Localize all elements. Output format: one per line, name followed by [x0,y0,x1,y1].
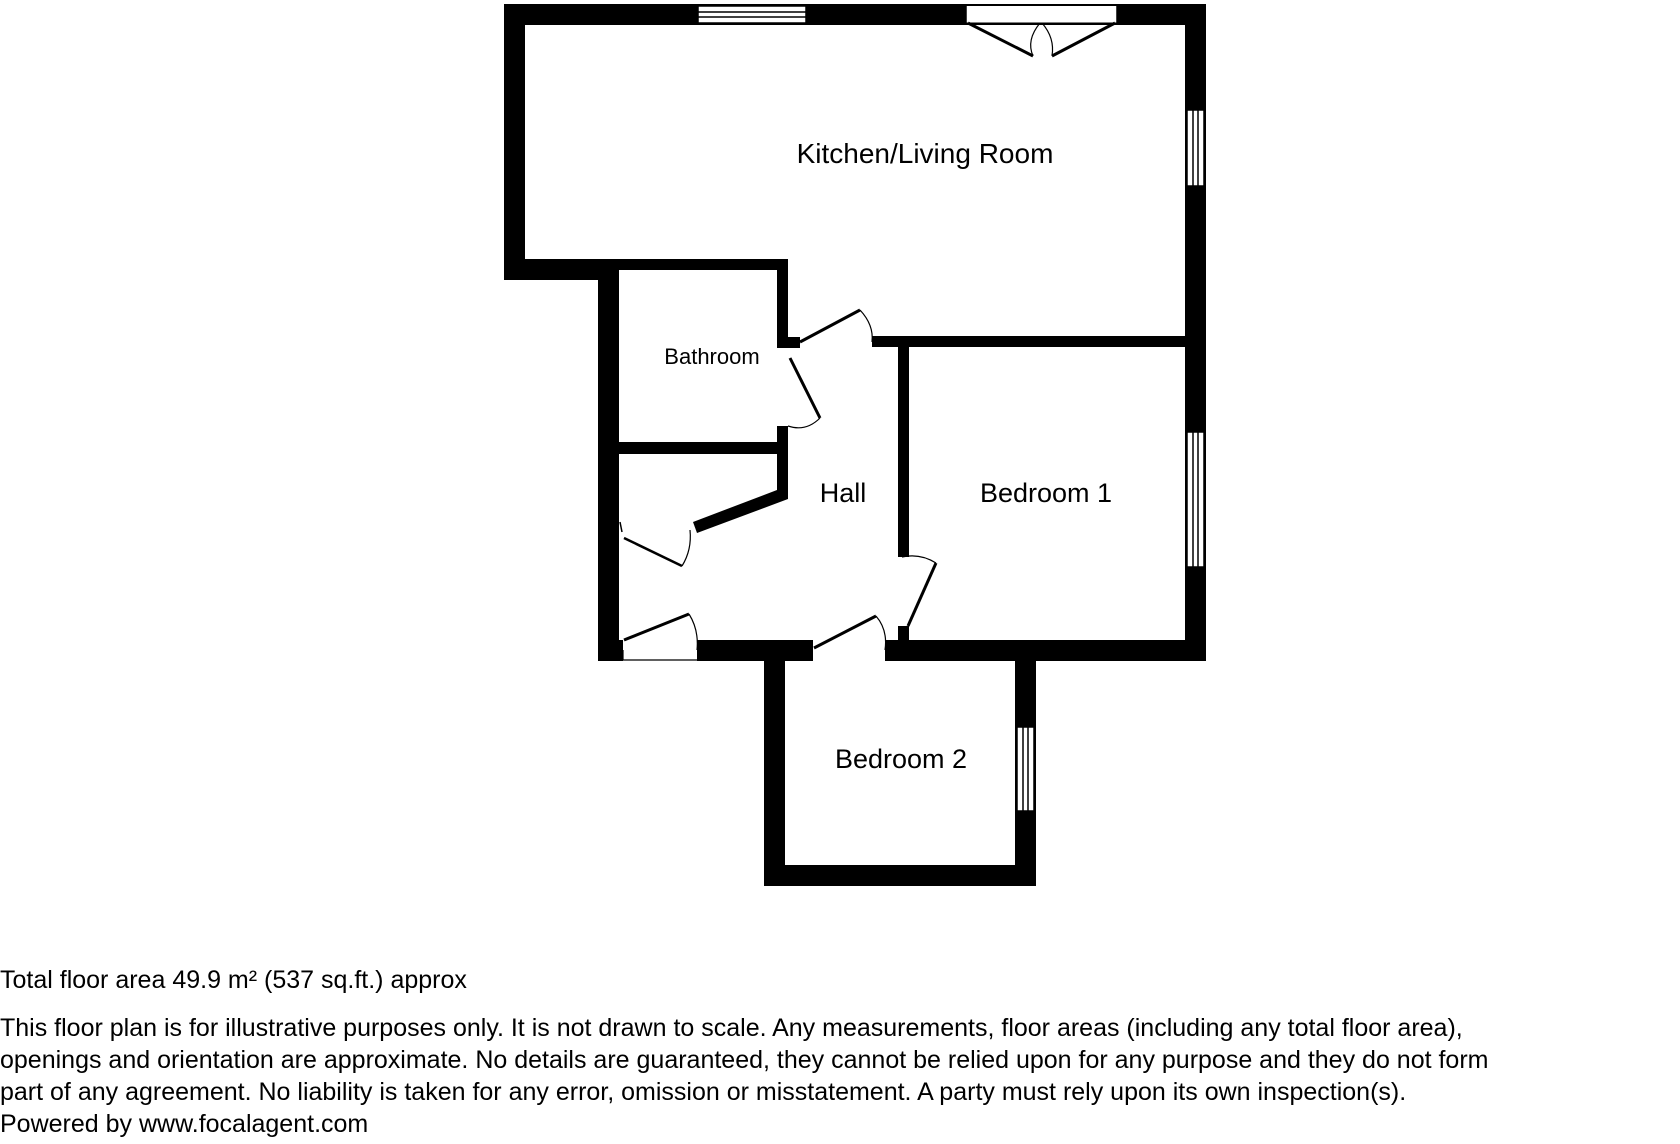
floor-plan: Kitchen/Living Room Bathroom Hall Bedroo… [504,4,1206,886]
french-doors [965,6,1118,58]
wall-kitchen-ledge [504,259,600,280]
disclaimer-line: part of any agreement. No liability is t… [0,1078,1407,1106]
wall-bath-right-upper [777,259,788,347]
wall-bottom-mid [697,640,813,661]
window-bed2 [1016,726,1035,812]
wall-cupboard-right [777,454,788,499]
powered-by: Powered by www.focalagent.com [0,1110,369,1138]
wall-bed1-top [872,336,1192,347]
door-entrance [622,612,698,661]
wall-bed1-left-stub [898,626,909,640]
windows [697,5,1205,812]
room-label-hall: Hall [820,478,867,508]
wall-bath-bottom [610,442,788,454]
wall-bed2-left [764,650,785,886]
door-bathroom [787,357,822,429]
wall-bath-top [598,259,788,270]
room-label-kitchen-living: Kitchen/Living Room [797,138,1054,169]
room-label-bedroom-1: Bedroom 1 [980,478,1112,508]
wall-bath-right-lower [777,426,788,448]
window-kitchen-top [697,5,807,24]
total-floor-area: Total floor area 49.9 m² (537 sq.ft.) ap… [0,966,467,994]
disclaimer-line: openings and orientation are approximate… [0,1046,1489,1074]
window-bed1 [1186,431,1205,568]
wall-bottom-right [885,640,1206,661]
disclaimer: This floor plan is for illustrative purp… [0,1012,1680,1140]
window-kitchen-right [1186,109,1205,187]
door-cupboard [619,521,691,568]
door-bed2 [813,614,887,651]
wall-bottom-left [598,640,623,661]
wall-cupboard-angle [693,490,788,533]
room-label-bedroom-2: Bedroom 2 [835,744,967,774]
room-label-bathroom: Bathroom [664,344,759,369]
door-kitchen [799,308,873,344]
disclaimer-line: This floor plan is for illustrative purp… [0,1014,1463,1042]
wall-bath-right-stub [777,337,800,348]
wall-kitchen-left [504,4,525,280]
door-bed1 [901,555,938,627]
wall-hall-left [598,268,619,661]
wall-bed1-left [898,336,909,557]
wall-bed2-bottom [764,865,1036,886]
doors [619,308,938,661]
